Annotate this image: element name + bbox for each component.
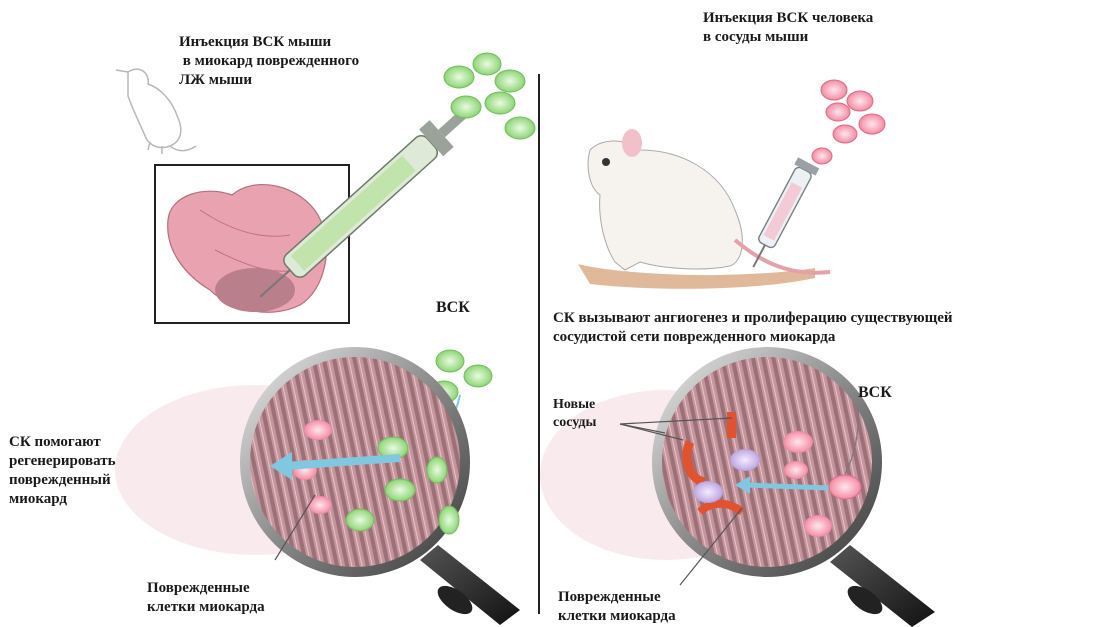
magnifier-right-icon (650, 350, 935, 627)
label-left-top: Инъекция ВСК мыши в миокард поврежденног… (179, 33, 359, 90)
label-new-vessels: Новые сосуды (553, 396, 596, 432)
green-stem-cells-top (444, 53, 535, 139)
label-right-top: Инъекция ВСК человека в сосуды мыши (703, 9, 873, 47)
label-left-side: СК помогают регенерировать поврежденный … (9, 433, 116, 509)
label-middle-right: СК вызывают ангиогенез и пролиферацию су… (553, 309, 953, 347)
magnifier-left-icon (240, 350, 520, 625)
label-bottom-right: Поврежденные клетки миокарда (558, 588, 676, 626)
label-vsk-left: ВСК (436, 298, 470, 318)
label-bottom-left: Поврежденные клетки миокарда (147, 579, 265, 617)
panel-divider (538, 74, 540, 614)
pink-stem-cells-top (812, 80, 885, 164)
label-vsk-right: ВСК (858, 383, 892, 403)
